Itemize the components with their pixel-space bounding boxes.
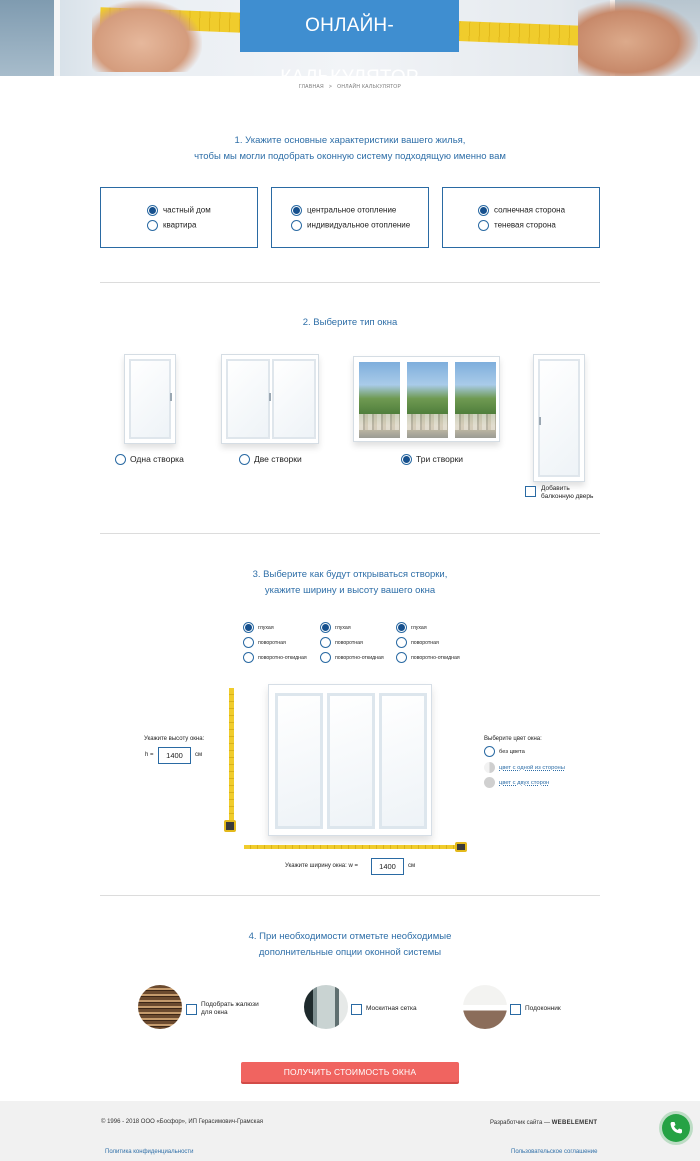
radio-icon[interactable] <box>291 220 302 231</box>
balcony-door-image[interactable] <box>533 354 585 482</box>
sash1-fixed[interactable]: глухая <box>243 622 274 633</box>
user-agreement-link[interactable]: Пользовательское соглашение <box>511 1149 598 1155</box>
radio-icon[interactable] <box>115 454 126 466</box>
height-prefix: h = <box>145 752 154 758</box>
radio-icon[interactable] <box>147 220 158 231</box>
step1-title: 1. Укажите основные характеристики вашег… <box>0 133 700 165</box>
sash3-fixed[interactable]: глухая <box>396 622 427 633</box>
window-sill-checkbox[interactable] <box>510 1004 521 1015</box>
breadcrumb-home[interactable]: ГЛАВНАЯ <box>298 84 324 90</box>
radio-icon[interactable] <box>478 205 489 216</box>
privacy-policy-link[interactable]: Политика конфиденциальности <box>105 1149 194 1155</box>
sash2-tilt-turn[interactable]: поворотно-откидная <box>320 652 384 663</box>
step2-title: 2. Выберите тип окна <box>302 317 398 328</box>
sash3-turn[interactable]: поворотная <box>396 637 439 648</box>
sash2-fixed[interactable]: глухая <box>320 622 351 633</box>
heating-type-box: центральное отопление индивидуальное ото… <box>271 187 429 248</box>
color-title: Выберите цвет окна: <box>484 736 542 742</box>
option-apartment[interactable]: квартира <box>147 220 196 231</box>
divider <box>100 533 600 534</box>
hero-hand-right <box>578 0 698 76</box>
tape-measure-icon <box>455 842 467 852</box>
window-type-one-sash[interactable]: Одна створка <box>115 454 184 466</box>
window-type-two-sash[interactable]: Две створки <box>239 454 302 466</box>
footer <box>0 1101 700 1161</box>
hero-hand-left <box>92 0 202 72</box>
step3-title-line2: укажите ширину и высоту вашего окна <box>264 585 436 596</box>
width-unit: см <box>408 863 416 869</box>
width-input[interactable]: 1400 <box>371 858 404 875</box>
breadcrumb-separator: > <box>328 84 333 90</box>
mosquito-net-image <box>304 985 348 1029</box>
step4-title: 4. При необходимости отметьте необходимы… <box>0 929 700 961</box>
blinds-checkbox[interactable] <box>186 1004 197 1015</box>
breadcrumb-current: ОНЛАЙН КАЛЬКУЛЯТОР <box>337 84 402 90</box>
mosquito-net-checkbox[interactable] <box>351 1004 362 1015</box>
window-preview <box>268 684 432 836</box>
callback-phone-button[interactable] <box>662 1114 690 1142</box>
radio-icon[interactable] <box>401 454 412 466</box>
window-sill-label: Подоконник <box>525 1005 561 1012</box>
window-two-sash-image[interactable] <box>221 354 319 444</box>
color-one-side[interactable]: цвет с одной из стороны <box>484 762 565 773</box>
height-tape <box>229 688 234 823</box>
color-swatch-icon[interactable] <box>484 762 495 773</box>
mosquito-net-label: Москитная сетка <box>366 1005 417 1012</box>
sash2-turn[interactable]: поворотная <box>320 637 363 648</box>
tape-measure-icon <box>224 820 236 832</box>
radio-icon[interactable] <box>478 220 489 231</box>
radio-icon[interactable] <box>291 205 302 216</box>
checkbox-icon[interactable] <box>525 486 536 497</box>
color-two-sides[interactable]: цвет с двух сторон <box>484 777 549 788</box>
step4-title-line2: дополнительные опции оконной системы <box>258 947 442 958</box>
height-unit: см <box>195 752 203 758</box>
housing-type-box: частный дом квартира <box>100 187 258 248</box>
blinds-image <box>138 985 182 1029</box>
option-individual-heating[interactable]: индивидуальное отопление <box>291 220 410 231</box>
sash1-turn[interactable]: поворотная <box>243 637 286 648</box>
width-tape <box>244 845 458 849</box>
window-one-sash-image[interactable] <box>124 354 176 444</box>
step1-title-line2: чтобы мы могли подобрать оконную систему… <box>194 151 506 162</box>
option-shady-side[interactable]: теневая сторона <box>478 220 556 231</box>
height-input[interactable]: 1400 <box>158 747 191 764</box>
page-title: ОНЛАЙН-КАЛЬКУЛЯТОР <box>240 0 459 76</box>
phone-icon <box>670 1122 682 1134</box>
sash3-tilt-turn[interactable]: поворотно-откидная <box>396 652 460 663</box>
footer-developer[interactable]: Разработчик сайта — WEBELEMENT <box>490 1120 598 1126</box>
step4-title-line1: 4. При необходимости отметьте необходимы… <box>248 931 452 942</box>
color-none[interactable]: без цвета <box>484 746 525 757</box>
step3-title-line1: 3. Выберите как будут открываться створк… <box>252 569 448 580</box>
radio-icon[interactable] <box>239 454 250 466</box>
divider <box>100 895 600 896</box>
window-type-three-sash[interactable]: Три створки <box>401 454 463 466</box>
height-label: Укажите высоту окна: <box>144 736 205 742</box>
step3-title: 3. Выберите как будут открываться створк… <box>0 567 700 599</box>
divider <box>100 282 600 283</box>
window-sill-image <box>463 985 507 1029</box>
window-three-sash-image[interactable] <box>353 356 500 442</box>
sun-side-box: солнечная сторона теневая сторона <box>442 187 600 248</box>
hero-banner: ОНЛАЙН-КАЛЬКУЛЯТОР <box>0 0 700 76</box>
width-label: Укажите ширину окна: w = <box>285 863 358 869</box>
hero-window-left <box>0 0 60 76</box>
get-price-button[interactable]: ПОЛУЧИТЬ СТОИМОСТЬ ОКНА <box>241 1062 459 1082</box>
option-central-heating[interactable]: центральное отопление <box>291 205 396 216</box>
breadcrumb: ГЛАВНАЯ > ОНЛАЙН КАЛЬКУЛЯТОР <box>0 84 700 90</box>
footer-copyright: © 1996 - 2018 ООО «Босфор», ИП Герасимов… <box>101 1119 264 1125</box>
option-private-house[interactable]: частный дом <box>147 205 211 216</box>
option-sunny-side[interactable]: солнечная сторона <box>478 205 565 216</box>
step1-title-line1: 1. Укажите основные характеристики вашег… <box>234 135 466 146</box>
color-swatch-icon[interactable] <box>484 777 495 788</box>
sash1-tilt-turn[interactable]: поворотно-откидная <box>243 652 307 663</box>
radio-icon[interactable] <box>147 205 158 216</box>
